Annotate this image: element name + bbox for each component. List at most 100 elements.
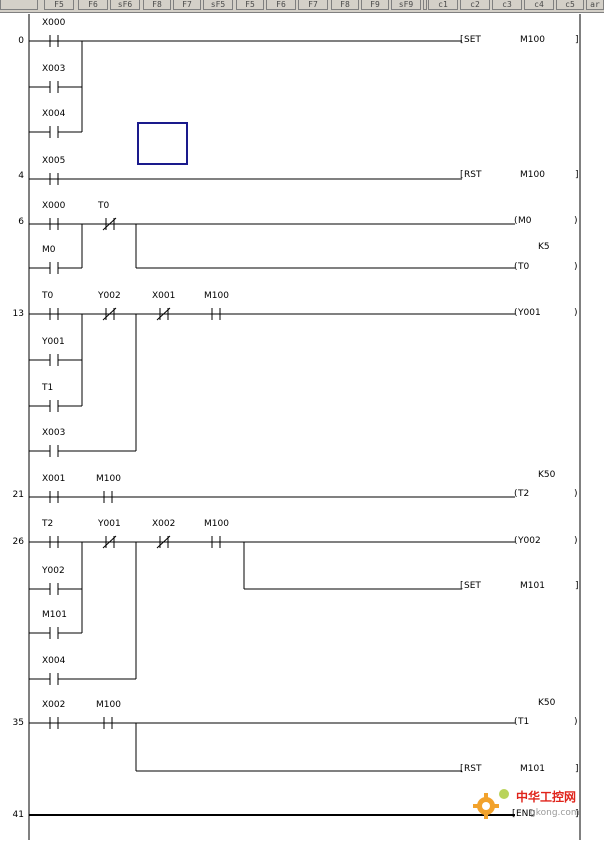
step-number: 4	[18, 171, 24, 181]
toolbar-key[interactable]: c5	[556, 0, 584, 10]
toolbar-key[interactable]: sF9	[391, 0, 421, 10]
toolbar-key[interactable]: F6	[78, 0, 108, 10]
toolbar-key[interactable]: F8	[143, 0, 171, 10]
coil-bracket: (	[514, 262, 518, 272]
step-number: 21	[12, 490, 24, 500]
no-contact-y001[interactable]	[44, 354, 64, 366]
instruction-op: RST	[464, 170, 482, 180]
contact-label: X004	[42, 656, 66, 666]
cursor-selection-box[interactable]	[137, 122, 188, 165]
coil-constant: K50	[538, 698, 556, 708]
watermark-title: 中华工控网	[516, 789, 576, 804]
step-number: 13	[12, 309, 24, 319]
toolbar-key[interactable]: F8	[331, 0, 359, 10]
no-contact-x004[interactable]	[44, 673, 64, 685]
contact-label: X002	[42, 700, 66, 710]
contact-label: X002	[152, 519, 176, 529]
coil-bracket: (	[514, 308, 518, 318]
watermark: 中华工控网 gkong.com	[473, 789, 580, 819]
watermark-url: gkong.com	[530, 808, 580, 818]
instruction-bracket: ]	[575, 764, 579, 774]
ladder-wiring	[28, 14, 581, 840]
contact-label: M100	[204, 291, 229, 301]
instruction-operand: M100	[520, 35, 545, 45]
step-number: 26	[12, 537, 24, 547]
coil-bracket: )	[574, 216, 578, 226]
coil-label: T2	[518, 489, 530, 499]
coil-bracket: )	[574, 262, 578, 272]
instruction-operand: M100	[520, 170, 545, 180]
instruction-bracket: [	[460, 764, 464, 774]
instruction-bracket: [	[460, 170, 464, 180]
contact-label: X005	[42, 156, 66, 166]
toolbar-key[interactable]: ar	[586, 0, 604, 10]
contact-label: X003	[42, 64, 66, 74]
toolbar-key[interactable]: sF6	[110, 0, 140, 10]
no-contact-m101[interactable]	[44, 627, 64, 639]
instruction-bracket: [	[512, 809, 516, 819]
instruction-bracket: [	[460, 35, 464, 45]
instruction-op: SET	[464, 35, 481, 45]
toolbar-key[interactable]: c1	[428, 0, 458, 10]
contact-label: M100	[96, 474, 121, 484]
contact-label: Y001	[42, 337, 65, 347]
no-contact-x003[interactable]	[44, 81, 64, 93]
coil-bracket: )	[574, 308, 578, 318]
toolbar-key	[423, 0, 427, 10]
step-number: 0	[18, 36, 24, 46]
gear-logo-icon	[473, 789, 509, 819]
step-number: 35	[12, 718, 24, 728]
contact-label: M100	[204, 519, 229, 529]
toolbar-key[interactable]: F9	[361, 0, 389, 10]
coil-bracket: (	[514, 536, 518, 546]
contact-label: X000	[42, 201, 66, 211]
coil-label: Y001	[518, 308, 541, 318]
coil-bracket: )	[574, 489, 578, 499]
coil-constant: K5	[538, 242, 550, 252]
instruction-operand: M101	[520, 764, 545, 774]
end-instruction: END	[516, 809, 536, 819]
contact-label: X001	[42, 474, 66, 484]
instruction-operand: M101	[520, 581, 545, 591]
toolbar-key[interactable]: F5	[236, 0, 264, 10]
contact-label: Y002	[42, 566, 65, 576]
toolbar-key[interactable]: sF5	[203, 0, 233, 10]
contact-label: T2	[42, 519, 54, 529]
coil-label: Y002	[518, 536, 541, 546]
toolbar-key[interactable]: F7	[298, 0, 328, 10]
no-contact-t1[interactable]	[44, 400, 64, 412]
contact-label: M0	[42, 245, 56, 255]
coil-constant: K50	[538, 470, 556, 480]
toolbar-key[interactable]: c2	[460, 0, 490, 10]
coil-bracket: )	[574, 717, 578, 727]
coil-label: T0	[518, 262, 530, 272]
no-contact-x004[interactable]	[44, 126, 64, 138]
contact-label: X004	[42, 109, 66, 119]
contact-label: T1	[42, 383, 54, 393]
coil-bracket: (	[514, 216, 518, 226]
contact-label: Y001	[98, 519, 121, 529]
instruction-bracket: ]	[575, 581, 579, 591]
step-number: 6	[18, 217, 24, 227]
instruction-bracket: ]	[575, 170, 579, 180]
toolbar-key[interactable]: c3	[492, 0, 522, 10]
toolbar-key[interactable]: c4	[524, 0, 554, 10]
instruction-op: RST	[464, 764, 482, 774]
toolbar-key[interactable]: F5	[44, 0, 74, 10]
instruction-bracket: [	[460, 581, 464, 591]
instruction-bracket: ]	[575, 35, 579, 45]
no-contact-x003[interactable]	[44, 445, 64, 457]
toolbar-key[interactable]: F6	[266, 0, 296, 10]
coil-label: M0	[518, 216, 532, 226]
toolbar-key[interactable]: F7	[173, 0, 201, 10]
contact-label: M101	[42, 610, 67, 620]
step-number: 41	[12, 810, 24, 820]
no-contact-y002[interactable]	[44, 583, 64, 595]
toolbar-key[interactable]	[0, 0, 38, 10]
contact-label: Y002	[98, 291, 121, 301]
instruction-op: SET	[464, 581, 481, 591]
contact-label: T0	[42, 291, 54, 301]
no-contact-m0[interactable]	[44, 262, 64, 274]
